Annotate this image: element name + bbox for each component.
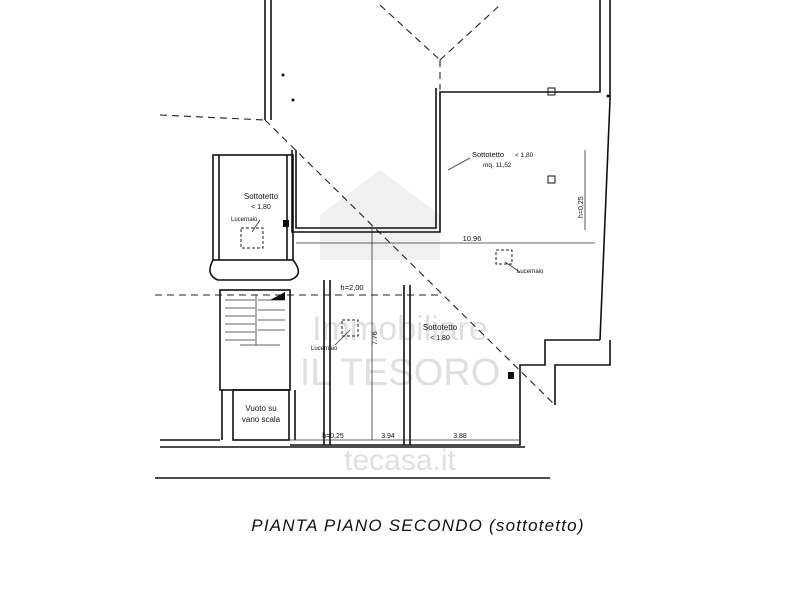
room-lower-right-name: Sottotetto — [423, 323, 458, 332]
watermark: Immobiliare IL TESORO tecasa.it — [300, 170, 501, 477]
watermark-line1: Immobiliare — [312, 310, 488, 348]
dimension-width: 10.96 — [463, 234, 482, 243]
dimension-lines — [251, 150, 595, 441]
room-left-name: Sottotetto — [244, 192, 279, 201]
skylight-shapes — [240, 227, 513, 337]
walls — [155, 0, 611, 479]
dimension-height-025-bottom: h=0,25 — [322, 433, 344, 440]
markers — [270, 73, 610, 379]
dimension-vertical: 7.76 — [372, 331, 379, 345]
room-upper-right-area: mq. 11,52 — [483, 162, 512, 169]
dimension-height-200: h=2,00 — [340, 283, 363, 292]
stair-treads — [225, 295, 285, 346]
stair-void-line1: Vuoto su — [245, 404, 276, 413]
room-upper-right-height: < 1,80 — [515, 152, 534, 159]
stair-void-line2: vano scala — [242, 415, 281, 424]
plan-title: PIANTA PIANO SECONDO (sottotetto) — [251, 516, 585, 535]
room-left-height: < 1,80 — [251, 204, 271, 211]
skylight-right-label: Lucernaio — [517, 269, 544, 275]
roof-dashed-lines — [155, 4, 556, 406]
watermark-line3: tecasa.it — [344, 444, 456, 477]
room-upper-right-name: Sottotetto — [472, 150, 504, 159]
skylight-left-label: Lucernaio — [231, 217, 258, 223]
dimension-bottom-a: 3.94 — [381, 433, 395, 440]
dimension-bottom-b: 3.88 — [453, 433, 467, 440]
room-lower-right-height: < 1,80 — [430, 335, 450, 342]
dimension-height-025-right: h=0,25 — [578, 196, 585, 218]
skylight-bottom-label: Lucernaio — [311, 346, 338, 352]
watermark-line2: IL TESORO — [300, 352, 501, 394]
